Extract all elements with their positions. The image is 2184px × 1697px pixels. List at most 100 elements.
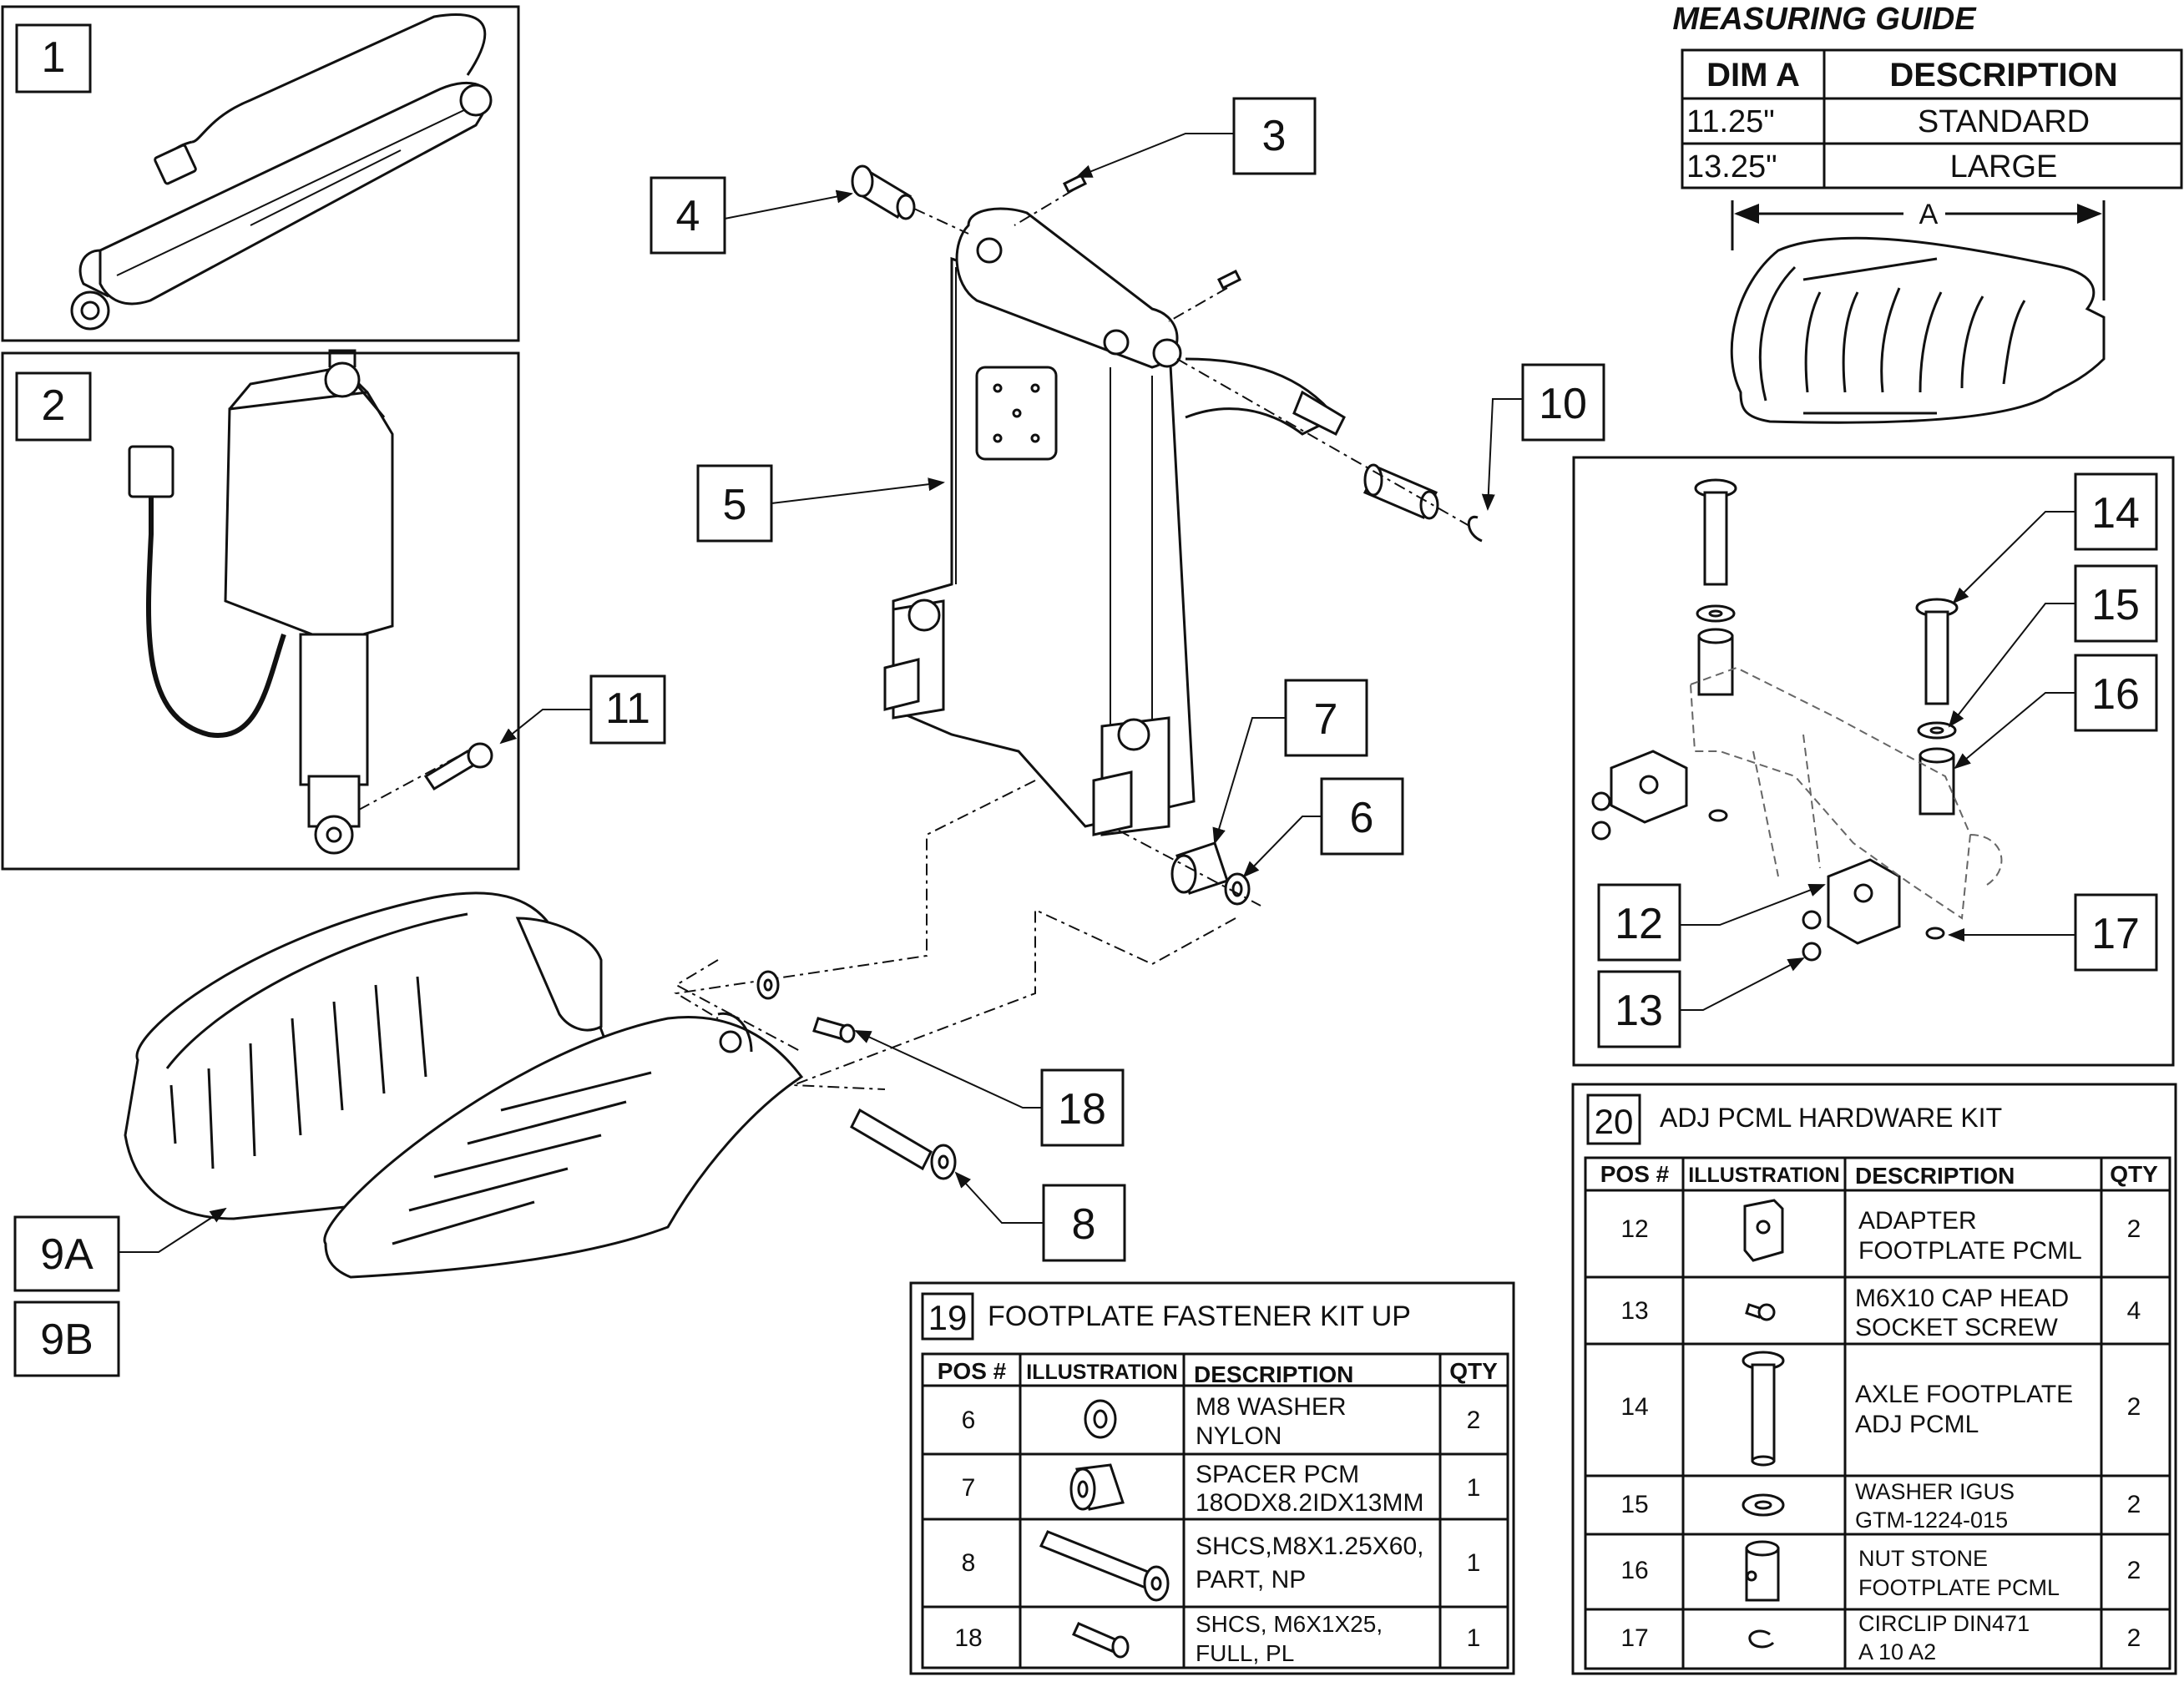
callout-box-11	[589, 674, 666, 745]
callout-box-14	[2074, 472, 2158, 551]
kit20-row-desc: WASHER IGUS	[1855, 1479, 2015, 1504]
kit20-row-desc: FOOTPLATE PCML	[1858, 1575, 2060, 1600]
kit20-number: 20	[1595, 1102, 1634, 1141]
kit19-title: FOOTPLATE FASTENER KIT UP	[988, 1301, 1411, 1332]
desc-cell: STANDARD	[1918, 104, 2090, 139]
kit20-header-illustration: ILLUSTRATION	[1688, 1164, 1839, 1187]
spacer-7-illustration	[1170, 841, 1229, 895]
kit20-row-desc: AXLE FOOTPLATE	[1855, 1381, 2073, 1408]
measuring-guide-title: MEASURING GUIDE	[1672, 2, 1977, 37]
leader-9a	[119, 1207, 227, 1253]
callout-box-17	[2074, 893, 2158, 972]
kit19-header-illustration: ILLUSTRATION	[1026, 1361, 1177, 1384]
kit20-row-qty: 2	[2127, 1393, 2141, 1421]
screw-8-illustration	[850, 1108, 957, 1180]
kit19-row-pos: 18	[954, 1624, 982, 1652]
washer-icon	[1742, 1493, 1785, 1517]
kit19-row-desc: 18ODX8.2IDX13MM	[1196, 1489, 1423, 1517]
callout-9b: 9B	[40, 1316, 94, 1364]
dashed-4	[913, 208, 969, 235]
hanger-assembly-illustration	[883, 207, 1346, 836]
leader-13	[1680, 957, 1805, 1011]
circlip-icon	[1748, 1629, 1775, 1649]
kit19-row-desc: SHCS, M6X1X25,	[1196, 1611, 1383, 1637]
footplate-dashed-outline	[1689, 666, 2003, 920]
leader-7	[1212, 717, 1286, 845]
axle-detail-box	[1572, 456, 2175, 1067]
adapter-icon	[1743, 1199, 1784, 1262]
linear-actuator-illustration	[128, 349, 394, 855]
kit19-row-qty: 1	[1467, 1624, 1481, 1652]
callout-box-6	[1320, 777, 1404, 856]
footplate-illustration	[124, 891, 804, 1279]
cap-screw-icon	[1745, 1303, 1776, 1321]
dim-cell: 13.25"	[1686, 149, 1777, 184]
callout-2: 2	[42, 381, 66, 430]
dashed-centerline-c	[674, 959, 802, 1053]
callout-14: 14	[2091, 489, 2140, 538]
leader-14	[1952, 511, 2075, 604]
kit19-row-qty: 1	[1467, 1549, 1481, 1577]
part-box-1	[1, 5, 520, 342]
callout-box-4	[650, 176, 726, 255]
measuring-guide-table	[1681, 48, 2183, 189]
screw-18-illustration	[756, 970, 856, 1043]
leader-15	[1948, 603, 2075, 728]
callout-box-9b	[13, 1301, 120, 1377]
callout-6: 6	[1350, 794, 1374, 842]
kit20-row-pos: 14	[1620, 1393, 1648, 1421]
kit20-row-desc: SOCKET SCREW	[1855, 1314, 2058, 1341]
measuring-footplate-illustration	[1730, 200, 2106, 424]
short-screw-icon	[1071, 1622, 1130, 1659]
dashed-6-7	[1118, 830, 1261, 907]
kit20-row-pos: 16	[1620, 1557, 1648, 1584]
kit20-row-pos: 13	[1620, 1297, 1648, 1325]
callout-9a: 9A	[40, 1230, 94, 1279]
kit19-number: 19	[928, 1298, 968, 1337]
kit19-row-desc: PART, NP	[1196, 1566, 1306, 1593]
leader-5	[771, 477, 945, 504]
kit20-title: ADJ PCML HARDWARE KIT	[1660, 1103, 2002, 1133]
kit20-row-qty: 4	[2127, 1297, 2141, 1325]
callout-3: 3	[1262, 112, 1287, 160]
long-screw-icon	[1039, 1530, 1170, 1602]
kit20-row-desc: ADAPTER	[1858, 1207, 1977, 1235]
axle-icon	[1742, 1351, 1785, 1467]
kit19-row-pos: 8	[962, 1549, 976, 1577]
washer-6-illustration	[1224, 872, 1251, 906]
kit19-row-desc: SPACER PCM	[1196, 1461, 1359, 1488]
leader-16	[1954, 692, 2075, 770]
leader-3	[1075, 133, 1234, 178]
leader-12	[1680, 883, 1826, 926]
leader-18	[854, 1030, 1042, 1109]
kit20-row-desc: A 10 A2	[1858, 1639, 1936, 1664]
kit20-row-pos: 15	[1620, 1491, 1648, 1518]
callout-box-7	[1284, 679, 1368, 757]
kit20-row-pos: 12	[1620, 1215, 1648, 1243]
kit20-row-qty: 2	[2127, 1215, 2141, 1243]
col-desc-header: DESCRIPTION	[1889, 57, 2117, 93]
kit20-row-desc: FOOTPLATE PCML	[1858, 1237, 2082, 1265]
kit20-row-desc: NUT STONE	[1858, 1546, 1988, 1571]
kit20-row-qty: 2	[2127, 1557, 2141, 1584]
callout-13: 13	[1615, 987, 1663, 1035]
kit20-row-pos: 17	[1620, 1624, 1648, 1652]
desc-cell: LARGE	[1950, 149, 2058, 184]
dim-a-label: A	[1919, 199, 1939, 230]
kit19-row-qty: 1	[1467, 1474, 1481, 1502]
col-dim-header: DIM A	[1706, 57, 1800, 93]
callout-4: 4	[676, 192, 700, 240]
kit19-table-frame	[909, 1281, 1515, 1675]
kit19-row-desc: FULL, PL	[1196, 1640, 1294, 1666]
screw-3-illustration	[1062, 173, 1088, 194]
callout-box-8	[1042, 1184, 1126, 1262]
screw-top-right-illustration	[1216, 269, 1242, 290]
dashed-centerline-b	[792, 908, 1236, 1090]
callout-15: 15	[2091, 581, 2140, 629]
leader-6	[1242, 816, 1322, 878]
callout-17: 17	[2091, 910, 2140, 958]
nut-stone-icon	[1745, 1540, 1780, 1602]
kit19-row-desc: NYLON	[1196, 1422, 1282, 1450]
kit19-row-desc: SHCS,M8X1.25X60,	[1196, 1533, 1423, 1560]
